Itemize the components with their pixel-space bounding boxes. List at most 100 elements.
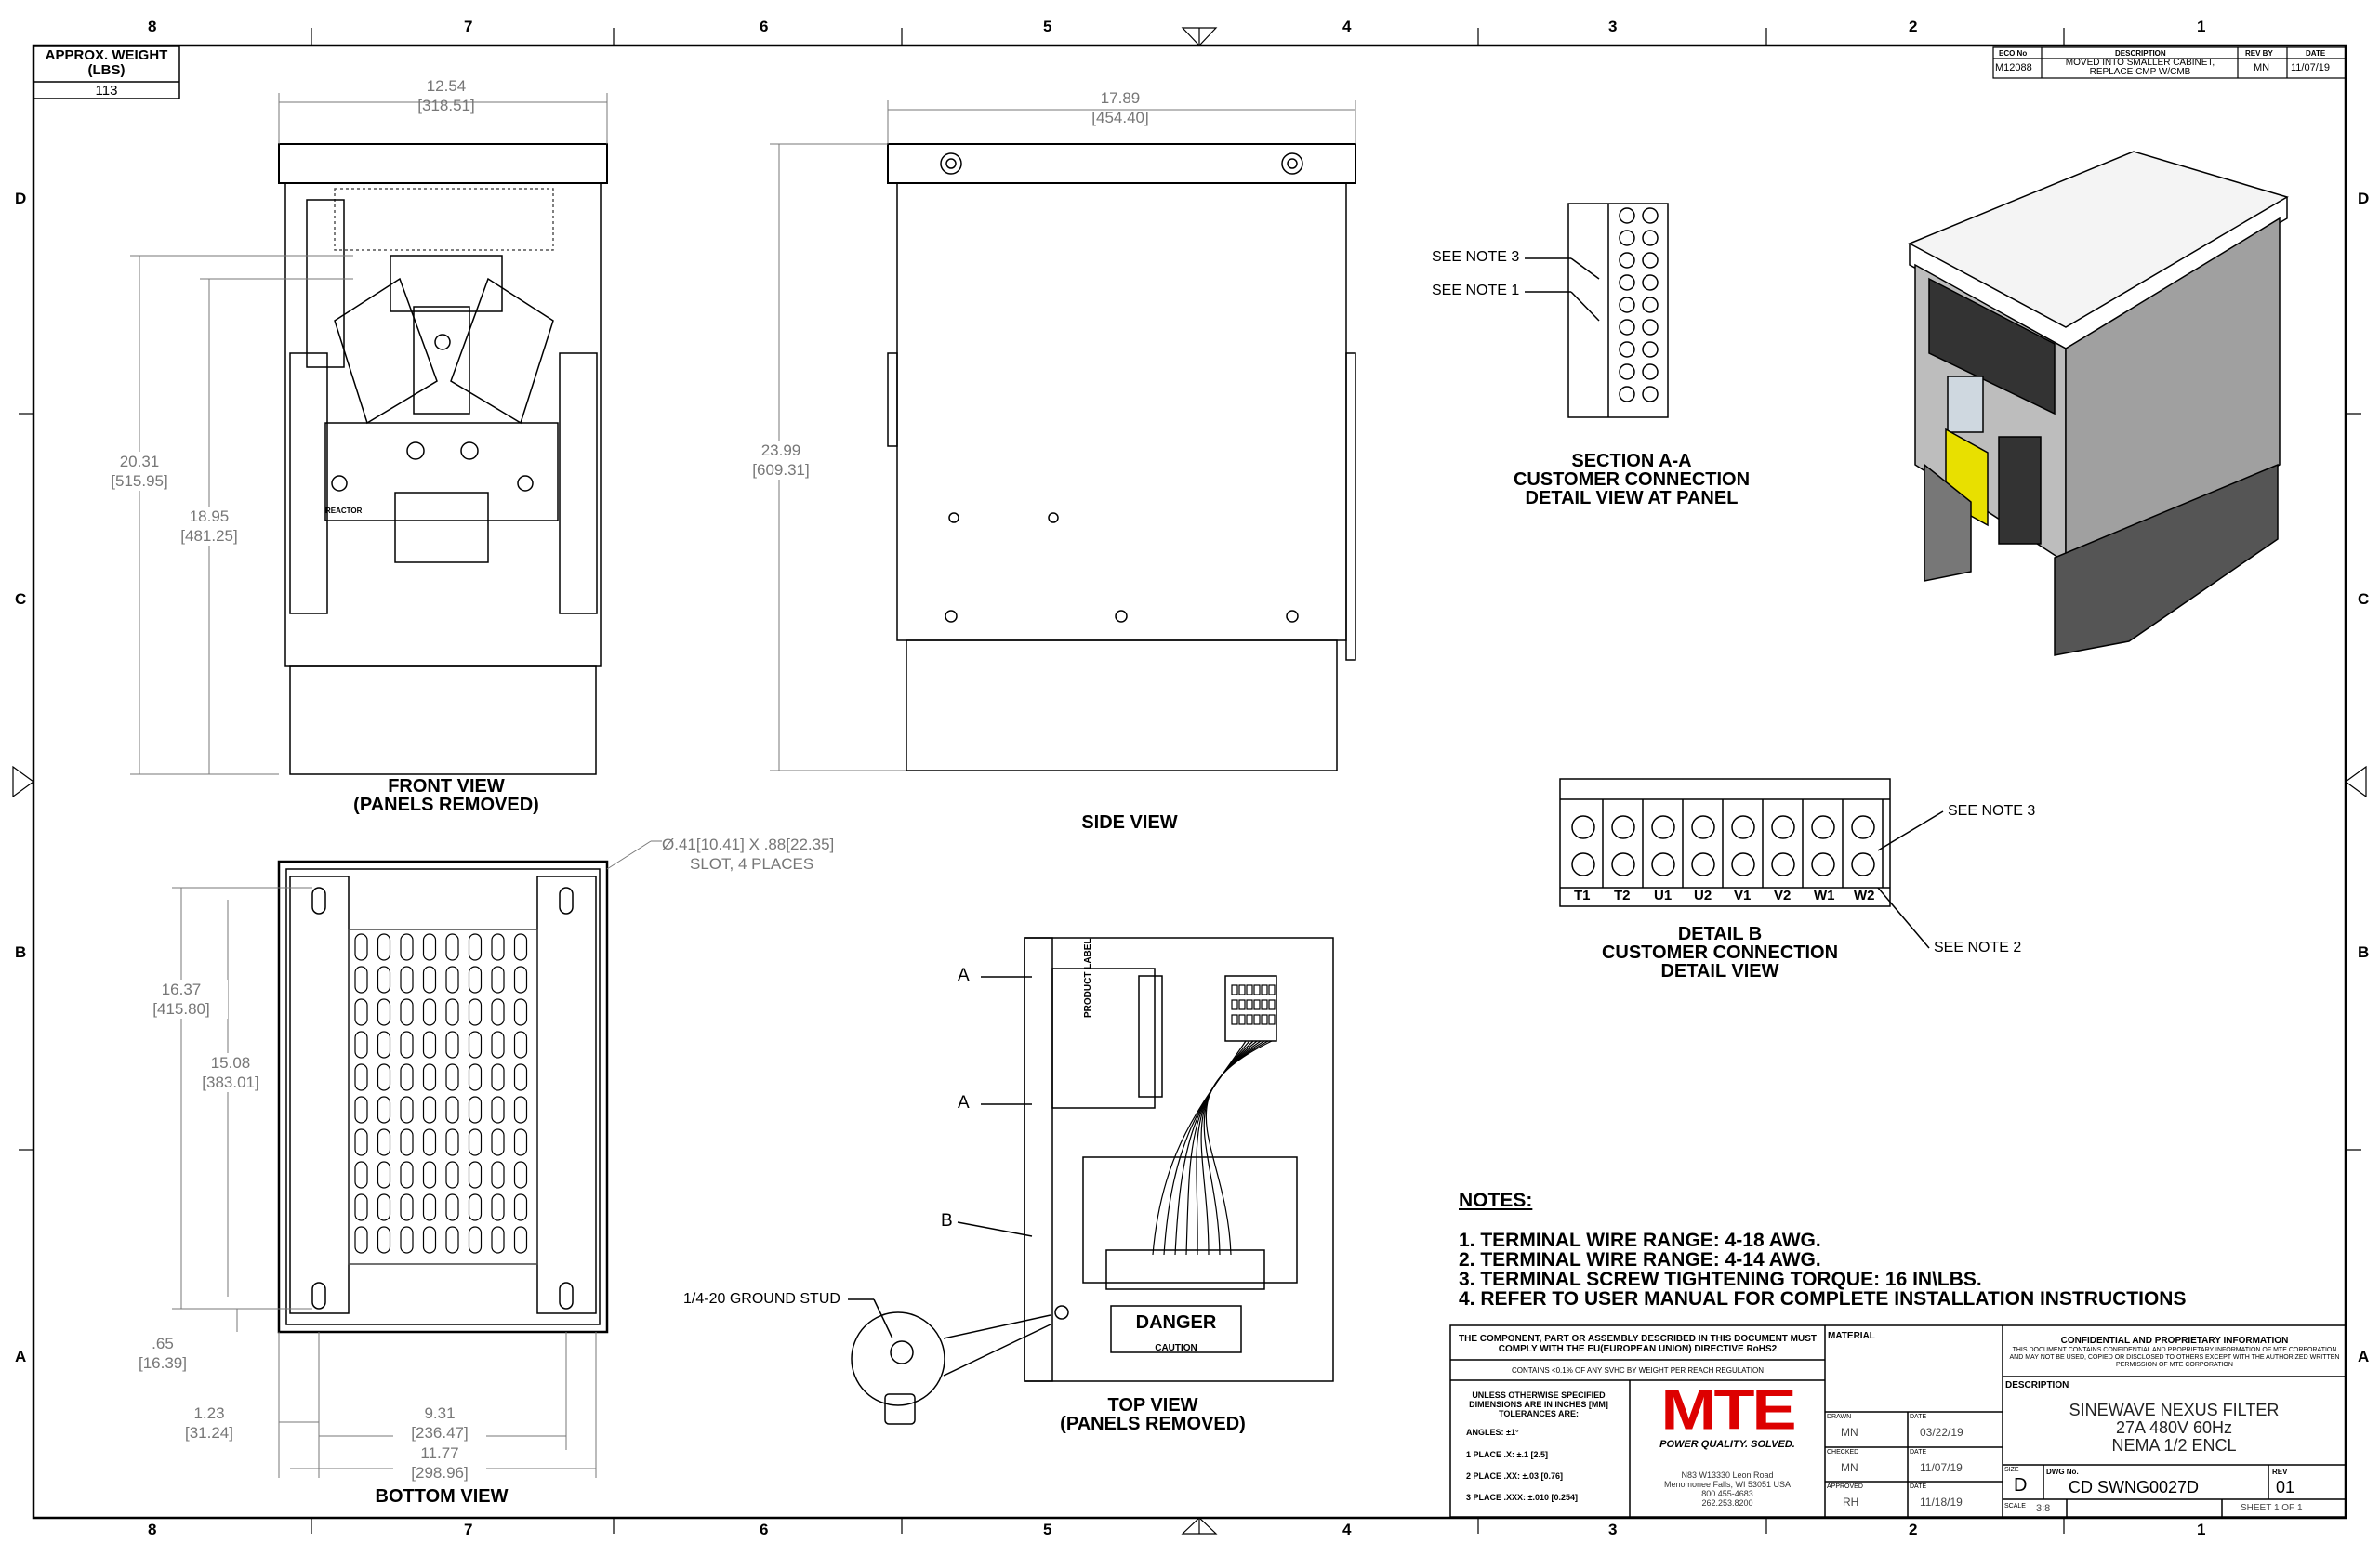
- vent-slot: [513, 1096, 528, 1124]
- vent-slot: [377, 1031, 391, 1059]
- vent-slot: [445, 1226, 459, 1254]
- vent-slot: [468, 998, 483, 1026]
- bottom-h2-dim: 15.08[383.01]: [184, 1053, 277, 1092]
- vent-slot: [422, 1031, 437, 1059]
- scale-value: 3:8: [2036, 1503, 2051, 1514]
- terminal-screw: [1642, 386, 1659, 402]
- vent-slot: [354, 1031, 368, 1059]
- zone-row-D-right: D: [2358, 190, 2370, 207]
- rev-date: 11/07/19: [2291, 62, 2331, 73]
- vent-slot: [513, 1161, 528, 1189]
- bottom-h1-dim: 16.37[415.80]: [135, 980, 228, 1019]
- vent-slot: [513, 933, 528, 961]
- vent-slot: [468, 1063, 483, 1091]
- tolerance-3place: 3 PLACE .XXX: ±.010 [0.254]: [1466, 1493, 1578, 1502]
- vent-slot: [468, 1226, 483, 1254]
- vent-slot: [400, 998, 414, 1026]
- vent-slot: [422, 1128, 437, 1156]
- detail-b-drawing: [1559, 778, 1944, 949]
- vent-slot: [422, 1226, 437, 1254]
- vent-slot: [400, 1063, 414, 1091]
- vent-slot: [354, 1063, 368, 1091]
- vent-slot: [377, 933, 391, 961]
- terminal-screw-bottom: [1731, 852, 1755, 876]
- section-aa-note1: SEE NOTE 1: [1432, 283, 1520, 298]
- vent-slot: [377, 1096, 391, 1124]
- checked-by: MN: [1841, 1461, 1858, 1474]
- vent-slot: [445, 998, 459, 1026]
- terminal-screw: [1619, 319, 1635, 336]
- approved-date-label: DATE: [1910, 1483, 1927, 1490]
- vent-slot: [513, 966, 528, 994]
- vent-slot: [491, 1096, 505, 1124]
- vent-slot: [445, 1128, 459, 1156]
- zone-row-B-right: B: [2358, 943, 2370, 961]
- bottom-w2-dim: 9.31[236.47]: [393, 1403, 486, 1443]
- terminal-block: [1253, 984, 1261, 995]
- terminal-screw-bottom: [1571, 852, 1595, 876]
- rev-eco: M12088: [1995, 62, 2032, 73]
- terminal-screw-bottom: [1611, 852, 1635, 876]
- note-1: 1. TERMINAL WIRE RANGE: 4-18 AWG.: [1459, 1230, 1821, 1251]
- wire: [1205, 1040, 1273, 1256]
- rev-header-desc: DESCRIPTION: [2115, 49, 2166, 58]
- terminal-block: [1268, 1014, 1276, 1025]
- rev-value: 01: [2276, 1478, 2295, 1496]
- vent-slot: [400, 1128, 414, 1156]
- terminal-label-w1: W1: [1814, 888, 1835, 903]
- vent-slot: [400, 1161, 414, 1189]
- bottom-view-dimensions: [172, 840, 662, 1478]
- drawn-date: 03/22/19: [1920, 1426, 1964, 1439]
- vent-slot: [468, 1193, 483, 1221]
- terminal-screw: [1642, 230, 1659, 246]
- vent-slot: [468, 1031, 483, 1059]
- vent-slot: [400, 1193, 414, 1221]
- vent-slot: [400, 966, 414, 994]
- confidential-text: THIS DOCUMENT CONTAINS CONFIDENTIAL AND …: [2009, 1347, 2340, 1368]
- vent-slot: [422, 1063, 437, 1091]
- zone-col-3-bottom: 3: [1608, 1521, 1618, 1538]
- zone-col-6: 6: [760, 18, 769, 35]
- tolerances-title: UNLESS OTHERWISE SPECIFIED DIMENSIONS AR…: [1469, 1390, 1608, 1418]
- terminal-label-t2: T2: [1614, 888, 1631, 903]
- vent-slot: [491, 1031, 505, 1059]
- vent-slot: [377, 1161, 391, 1189]
- top-view-drawing: [848, 937, 1334, 1425]
- vent-slot: [445, 1096, 459, 1124]
- vent-slot: [491, 933, 505, 961]
- terminal-screw: [1619, 207, 1635, 224]
- terminal-screw-top: [1771, 815, 1795, 839]
- weight-box: [33, 46, 180, 99]
- terminal-screw: [1642, 341, 1659, 358]
- top-view-label: TOP VIEW(PANELS REMOVED): [1060, 1395, 1246, 1434]
- zone-col-5-bottom: 5: [1043, 1521, 1052, 1538]
- terminal-screw: [1619, 252, 1635, 269]
- scale-label: SCALE: [2004, 1503, 2026, 1509]
- terminal-screw: [1619, 274, 1635, 291]
- terminal-screw: [1619, 386, 1635, 402]
- vent-slot: [513, 1031, 528, 1059]
- zone-col-2-bottom: 2: [1909, 1521, 1918, 1538]
- vent-slot: [400, 1031, 414, 1059]
- terminal-screw-top: [1731, 815, 1755, 839]
- zone-row-C: C: [15, 590, 27, 608]
- terminal-screw-top: [1851, 815, 1875, 839]
- vent-slot: [445, 933, 459, 961]
- section-aa-drawing: [1525, 203, 1669, 418]
- front-height2-dim: 18.95[481.25]: [163, 507, 256, 546]
- rev-header-revby: REV BY: [2245, 49, 2273, 58]
- vent-slot: [422, 998, 437, 1026]
- vent-slot: [422, 966, 437, 994]
- terminal-block: [1246, 999, 1253, 1010]
- callout-b: B: [941, 1211, 953, 1231]
- rev-header-eco: ECO No: [1999, 49, 2028, 58]
- rev-description: MOVED INTO SMALLER CABINET, REPLACE CMP …: [2065, 58, 2215, 77]
- vent-slot: [377, 966, 391, 994]
- front-view-dimensions: [130, 93, 608, 775]
- vent-slot: [377, 1063, 391, 1091]
- terminal-screw: [1619, 297, 1635, 313]
- zone-col-5: 5: [1043, 18, 1052, 35]
- wire: [1152, 1040, 1247, 1256]
- danger-label: DANGER: [1135, 1312, 1217, 1333]
